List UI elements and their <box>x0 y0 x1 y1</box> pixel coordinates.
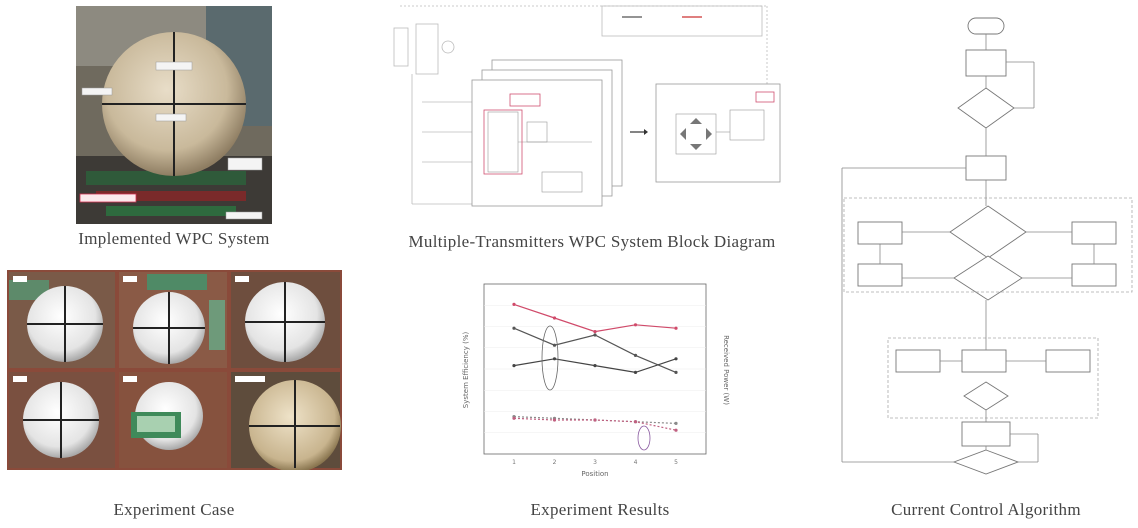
y-axis-label: System Efficiency (%) <box>462 332 470 409</box>
highlight-ellipse-1 <box>541 325 559 391</box>
case-cell-1 <box>9 272 115 368</box>
case-cell-2 <box>119 272 227 368</box>
data-point <box>633 323 638 327</box>
caption-block-diagram: Multiple-Transmitters WPC System Block D… <box>408 232 776 251</box>
flowchart-svg <box>841 17 1133 475</box>
results-chart-svg: 1 2 3 4 5 Position System Efficiency (%) Rec… <box>462 283 730 478</box>
wpc-photo-illustration <box>76 6 272 224</box>
data-point <box>593 333 597 337</box>
data-point <box>552 418 557 422</box>
x-axis-label: Position <box>581 470 608 478</box>
x-tick-label: 1 <box>512 459 516 466</box>
x-tick-label: 4 <box>634 459 638 466</box>
data-point <box>633 370 638 374</box>
data-point <box>674 370 678 374</box>
data-point <box>674 326 678 330</box>
caption-flowchart: Current Control Algorithm <box>891 500 1081 519</box>
data-point <box>674 421 678 425</box>
case-cell-3 <box>231 272 340 368</box>
data-point <box>674 428 678 432</box>
data-point <box>552 357 557 361</box>
data-point <box>512 326 516 330</box>
caption-experiment-case: Experiment Case <box>113 500 235 519</box>
data-point <box>552 343 557 347</box>
case-cell-4 <box>9 372 115 468</box>
x-tick-label: 2 <box>553 459 557 466</box>
data-point <box>512 364 516 368</box>
data-point <box>593 364 597 368</box>
highlight-ellipse-2 <box>637 425 651 451</box>
case-cell-5 <box>119 372 227 468</box>
caption-experiment-results: Experiment Results <box>530 500 670 519</box>
data-point <box>674 357 678 361</box>
case-cell-6 <box>231 372 341 470</box>
experiment-case-grid <box>7 270 342 470</box>
caption-implemented: Implemented WPC System <box>78 229 270 248</box>
x-tick-label: 5 <box>674 459 678 466</box>
data-point <box>593 418 597 422</box>
implemented-wpc-photo <box>76 6 272 224</box>
y2-axis-label: Received Power (W) <box>722 335 730 405</box>
data-point <box>512 416 516 420</box>
data-point <box>593 330 597 334</box>
x-tick-label: 3 <box>593 459 597 466</box>
experiment-results-chart: 1 2 3 4 5 Position System Efficiency (%) Rec… <box>460 278 732 480</box>
block-diagram <box>392 2 788 224</box>
data-point <box>633 353 638 357</box>
data-point <box>512 302 516 306</box>
data-point <box>552 316 557 320</box>
experiment-case-photos <box>7 270 342 470</box>
data-point <box>633 420 638 424</box>
block-diagram-svg <box>393 5 781 207</box>
flowchart <box>838 16 1134 476</box>
